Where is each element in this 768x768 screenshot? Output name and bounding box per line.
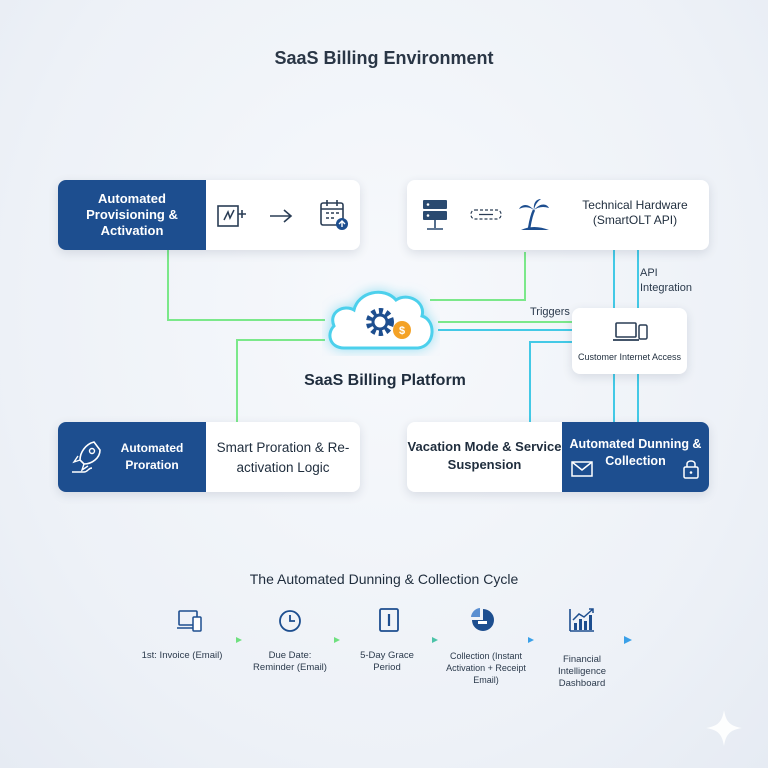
dunning-navy-panel: Automated Dunning & Collection (562, 422, 709, 492)
clock-icon (279, 610, 301, 632)
vacation-dunning-card: Vacation Mode & Service Suspension Autom… (407, 422, 709, 492)
triggers-label: Triggers (530, 306, 570, 318)
rocket-icon (72, 441, 101, 473)
hardware-card: Technical Hardware (SmartOLT API) (407, 180, 709, 250)
pie-icon (471, 608, 494, 631)
laptop-phone-icon (613, 322, 648, 341)
customer-card: Customer Internet Access (572, 308, 687, 374)
cycle-step-invoice: 1st: Invoice (Email) (141, 650, 223, 661)
envelope-icon (571, 461, 593, 477)
arrow-right-icon (270, 209, 293, 223)
cycle-step-dashboard: Financial Intelligence Dashboard (557, 654, 607, 689)
server-icon (423, 200, 447, 230)
tablet-icon (177, 610, 202, 632)
hardware-label: Technical Hardware (SmartOLT API) (582, 198, 688, 227)
cycle-title: The Automated Dunning & Collection Cycle (249, 571, 519, 587)
sparkle-icon (706, 710, 742, 746)
svg-text:$: $ (399, 325, 405, 337)
proration-navy-panel: Automated Proration (58, 422, 206, 492)
cloud-platform-icon: $ (328, 290, 434, 350)
customer-label: Customer Internet Access (577, 352, 682, 362)
calendar-icon (320, 200, 348, 230)
dunning-label: Automated Dunning & Collection (569, 437, 702, 468)
palm-tree-icon (519, 199, 549, 230)
cycle-step-reminder: Due Date: Reminder (Email) (253, 650, 327, 673)
provisioning-card: Automated Provisioning & Activation (58, 180, 360, 250)
proration-card: Automated Proration Smart Proration & Re… (58, 422, 360, 492)
cycle-step-grace: 5-Day Grace Period (360, 650, 414, 673)
network-switch-icon (470, 209, 502, 220)
api-integration-label: API Integration (640, 267, 692, 294)
platform-label: SaaS Billing Platform (304, 372, 466, 389)
cycle-step-collection: Collection (Instant Activation + Receipt… (446, 651, 526, 685)
lock-icon (683, 460, 699, 479)
terminal-plug-icon (217, 205, 246, 227)
proration-label: Automated Proration (120, 441, 184, 472)
provisioning-label: Automated Provisioning & Activation (58, 180, 206, 250)
page-title: SaaS Billing Environment (274, 48, 494, 68)
pause-icon (379, 608, 399, 632)
vacation-label: Vacation Mode & Service Suspension (407, 439, 562, 472)
proration-detail: Smart Proration & Re-activation Logic (216, 440, 350, 475)
chart-icon (569, 608, 594, 632)
